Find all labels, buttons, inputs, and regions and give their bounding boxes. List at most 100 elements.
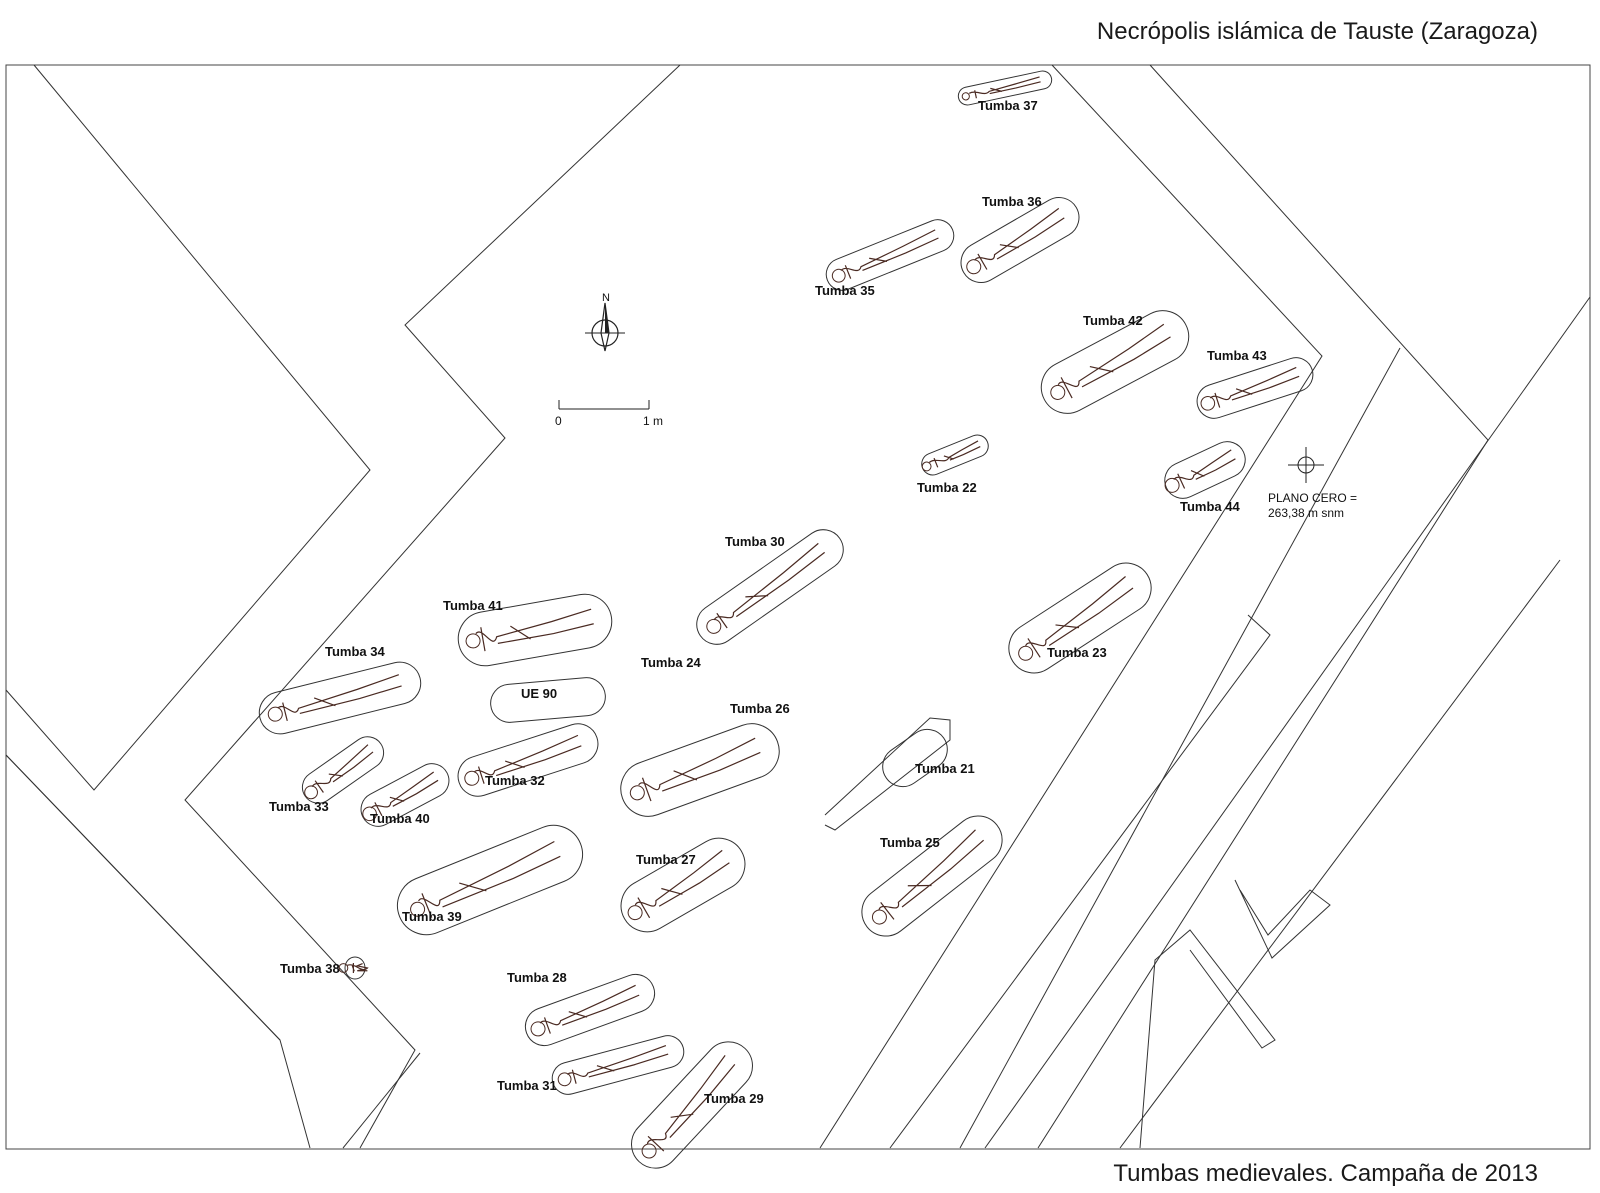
- map-subtitle: Tumbas medievales. Campaña de 2013: [1113, 1160, 1538, 1187]
- skeleton-sketch: [713, 542, 826, 629]
- tomb-pit: [960, 197, 1080, 283]
- tomb-label: Tumba 33: [269, 799, 329, 814]
- tomb-pit: [338, 956, 369, 980]
- tomb-pit: [457, 723, 599, 797]
- tomb-label: Tumba 29: [704, 1091, 764, 1106]
- tomb-pit: [921, 434, 989, 476]
- skull-sketch: [831, 268, 846, 283]
- skull-sketch: [627, 905, 643, 921]
- skeleton-sketch: [968, 76, 1041, 99]
- skeleton-sketch: [634, 849, 730, 919]
- skeleton-sketch: [418, 840, 561, 918]
- tomb-label: Tumba 24: [641, 655, 701, 670]
- tomb-pit-outline: [861, 815, 1003, 937]
- north-label: N: [602, 292, 610, 304]
- skull-sketch: [641, 1143, 657, 1159]
- skeleton-sketch: [1025, 576, 1134, 658]
- skull-sketch: [304, 785, 318, 800]
- scale-end-label: 1 m: [643, 414, 663, 428]
- skeleton-sketch: [1209, 366, 1300, 408]
- skeleton-sketch: [840, 229, 939, 279]
- tomb-pit-outline: [620, 723, 780, 817]
- tomb-label: Tumba 25: [880, 835, 940, 850]
- trench-right-edge: [819, 64, 1323, 1149]
- tomb-pit-outline: [825, 219, 955, 291]
- tomb-label: Tumba 32: [485, 773, 545, 788]
- tomb-21-pit: [824, 717, 951, 831]
- tomb-pit-outline: [1164, 441, 1246, 499]
- tomb-label: Tumba 41: [443, 598, 503, 613]
- road-edge-a: [1037, 64, 1489, 1149]
- tomb-label: Tumba 34: [325, 644, 385, 659]
- tomb-pit: [1164, 441, 1246, 499]
- skeleton-sketch: [646, 1055, 736, 1152]
- tomb-label: Tumba 22: [917, 480, 977, 495]
- tomb-pit: [1196, 357, 1314, 419]
- stake-line-b: [5, 754, 281, 1041]
- datum-line-1: PLANO CERO =: [1268, 491, 1357, 505]
- tomb-pit-outline: [696, 529, 844, 645]
- tomb-pit-outline: [551, 1035, 685, 1095]
- skeleton-sketch: [1057, 323, 1171, 399]
- tomb-label: Tumba 26: [730, 701, 790, 716]
- stake-line-a: [342, 1052, 421, 1149]
- tomb-shapes: [258, 70, 1314, 1169]
- skeleton-sketch: [539, 984, 640, 1034]
- skull-sketch: [921, 461, 932, 472]
- tomb-pit: [620, 723, 780, 817]
- tomb-label: Tumba 42: [1083, 313, 1143, 328]
- tomb-label: Tumba 38: [280, 961, 340, 976]
- tomb-label: Tumba 44: [1180, 499, 1240, 514]
- inner-box-a: [889, 614, 1271, 1149]
- tomb-pit: [524, 973, 656, 1047]
- tomb-pit-outline: [1008, 562, 1152, 674]
- skeleton-sketch: [974, 207, 1065, 270]
- tomb-label: Tumba 40: [370, 811, 430, 826]
- skull-sketch: [530, 1021, 546, 1037]
- tomb-pit: [825, 219, 955, 291]
- skeleton-sketch: [370, 771, 439, 817]
- letter-shape-b: [1234, 879, 1331, 959]
- skeleton-sketch: [567, 1044, 669, 1084]
- skull-sketch: [706, 618, 722, 634]
- scale-bar: 0 1 m: [555, 400, 663, 428]
- tomb-label: Tumba 21: [915, 761, 975, 776]
- tomb-label: UE 90: [521, 686, 557, 701]
- tomb-pit: [360, 763, 450, 827]
- tomb-labels: Tumba 37 Tumba 36 Tumba 35 Tumba 42 Tumb…: [269, 98, 1267, 1106]
- skeleton-sketch: [878, 829, 985, 920]
- skull-sketch: [464, 770, 480, 786]
- tomb-pit: [882, 728, 948, 788]
- skull-sketch: [410, 901, 426, 917]
- tomb-pit: [551, 1035, 685, 1095]
- skull-sketch: [465, 633, 481, 649]
- tomb-pit: [696, 529, 844, 645]
- tomb-label: Tumba 31: [497, 1078, 557, 1093]
- tomb-pit: [301, 736, 385, 804]
- tomb-pit-outline: [360, 763, 450, 827]
- skeleton-sketch: [311, 744, 374, 793]
- tomb-pit: [1008, 562, 1152, 674]
- skeleton-sketch: [347, 963, 369, 973]
- skull-sketch: [557, 1072, 572, 1087]
- trench-outlines: [5, 64, 1591, 1149]
- tomb-pit-outline: [1196, 357, 1314, 419]
- tomb-label: Tumba 27: [636, 852, 696, 867]
- road-edge-c: [984, 296, 1591, 1149]
- outer-trench-bottom-left: [5, 754, 311, 1149]
- tomb-pit-outline: [960, 197, 1080, 283]
- tomb-pit-outline: [921, 434, 989, 476]
- letter-shape-a: [1139, 929, 1276, 1149]
- tomb-pit-outline: [396, 824, 584, 936]
- skeleton-sketch: [277, 674, 402, 722]
- tomb-pit-outline: [524, 973, 656, 1047]
- map-frame: [5, 64, 1591, 1150]
- tomb-label: Tumba 37: [978, 98, 1038, 113]
- tomb-label: Tumba 39: [402, 909, 462, 924]
- tomb-pit-outline: [301, 736, 385, 804]
- tomb-pit: [457, 593, 613, 667]
- map-title: Necrópolis islámica de Tauste (Zaragoza): [1096, 18, 1538, 45]
- tomb-pit-outline: [882, 728, 948, 788]
- tomb-label: Tumba 30: [725, 534, 785, 549]
- tomb-pit: [490, 677, 606, 723]
